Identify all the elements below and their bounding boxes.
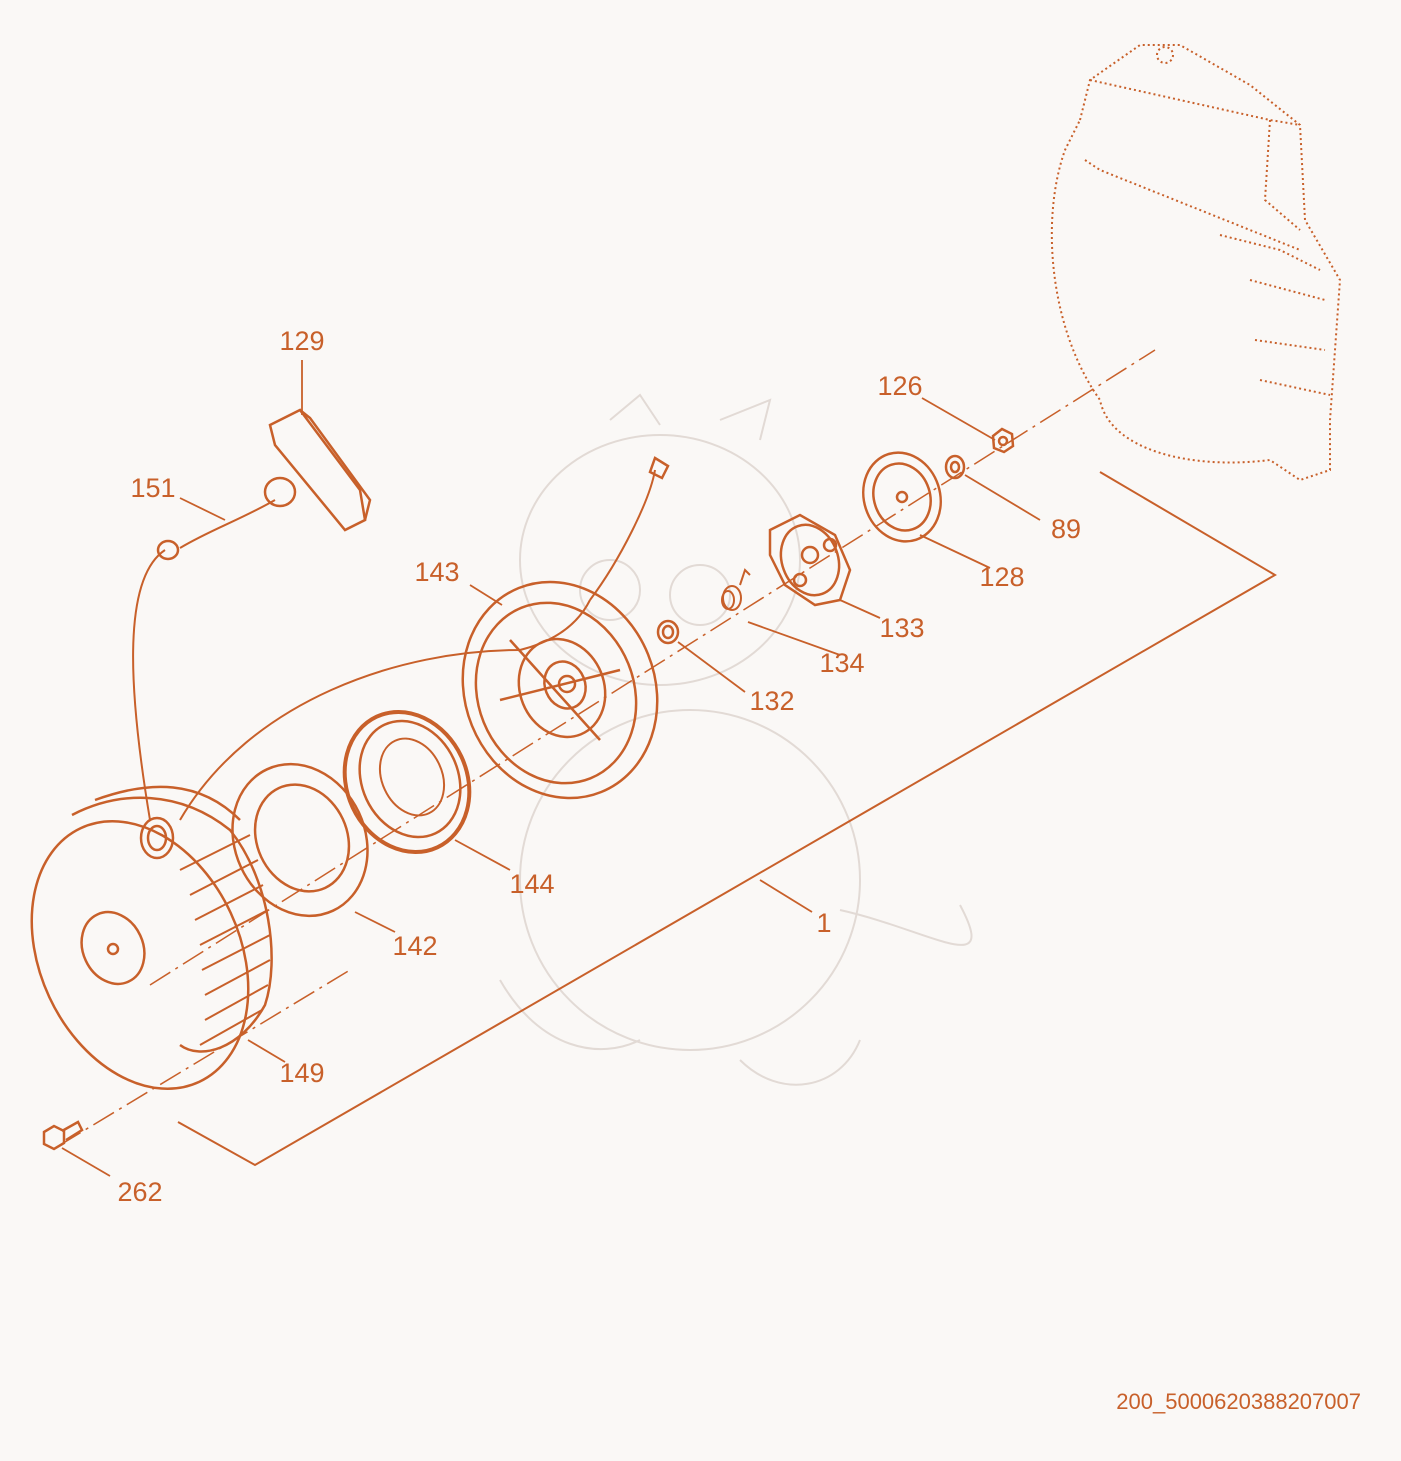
part-label-151: 151 [130,473,175,503]
part-label-144: 144 [509,869,554,899]
cover-plate [862,451,942,543]
part-label-132: 132 [749,686,794,716]
part-label-134: 134 [819,648,864,678]
assembly-bracket [177,471,1277,1167]
pawl-spring [721,568,751,611]
washer-89 [944,454,966,480]
hex-nut [991,427,1015,454]
mounting-screw [42,1120,84,1151]
housing-ribs [179,834,271,1046]
reference-code: 200_5000620388207007 [1116,1389,1361,1414]
part-label-262: 262 [117,1177,162,1207]
leader-lines [61,360,1041,1177]
part-label-142: 142 [392,931,437,961]
starter-rope [132,469,656,821]
washer-disc [231,762,369,918]
watermark-figure [499,393,973,1086]
part-label-149: 149 [279,1058,324,1088]
part-label-89: 89 [1051,514,1081,544]
assembly-axis [59,349,1156,1146]
part-label-133: 133 [879,613,924,643]
part-label-1: 1 [816,908,831,938]
part-label-143: 143 [414,557,459,587]
part-label-126: 126 [877,371,922,401]
rope-pulley [461,580,659,800]
starter-housing [30,785,273,1090]
part-label-129: 129 [279,326,324,356]
part-label-128: 128 [979,562,1024,592]
pawl-carrier [768,513,852,607]
part-labels: 129 151 126 89 128 143 133 134 132 144 1… [117,326,1081,1207]
recoil-spring [342,709,472,855]
rope-handle [156,408,670,561]
housing-cover-outline [1050,44,1342,482]
small-washer [656,619,680,645]
